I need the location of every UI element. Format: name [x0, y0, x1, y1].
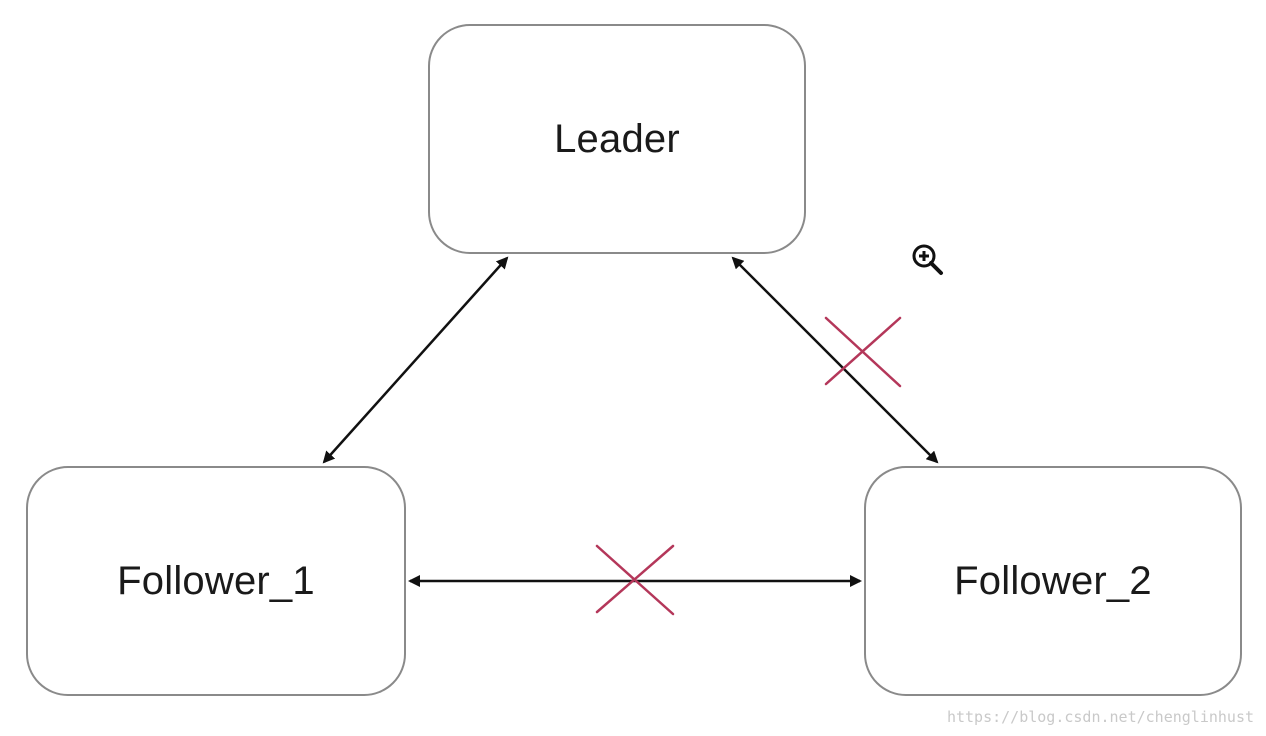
watermark-text: https://blog.csdn.net/chenglinhust — [946, 708, 1254, 726]
leader-label: Leader — [554, 116, 680, 161]
follower-1-label: Follower_1 — [117, 558, 315, 603]
edge-leader-follower-2 — [731, 256, 939, 464]
zoom-in-icon[interactable] — [908, 240, 948, 280]
edge-leader-follower-1 — [322, 256, 509, 464]
follower-1-node: Follower_1 — [26, 466, 406, 696]
follower-2-label: Follower_2 — [954, 558, 1152, 603]
leader-node: Leader — [428, 24, 806, 254]
broken-link-cross-followers — [595, 544, 675, 616]
follower-2-node: Follower_2 — [864, 466, 1242, 696]
broken-link-cross-leader-follower-2 — [824, 316, 902, 388]
